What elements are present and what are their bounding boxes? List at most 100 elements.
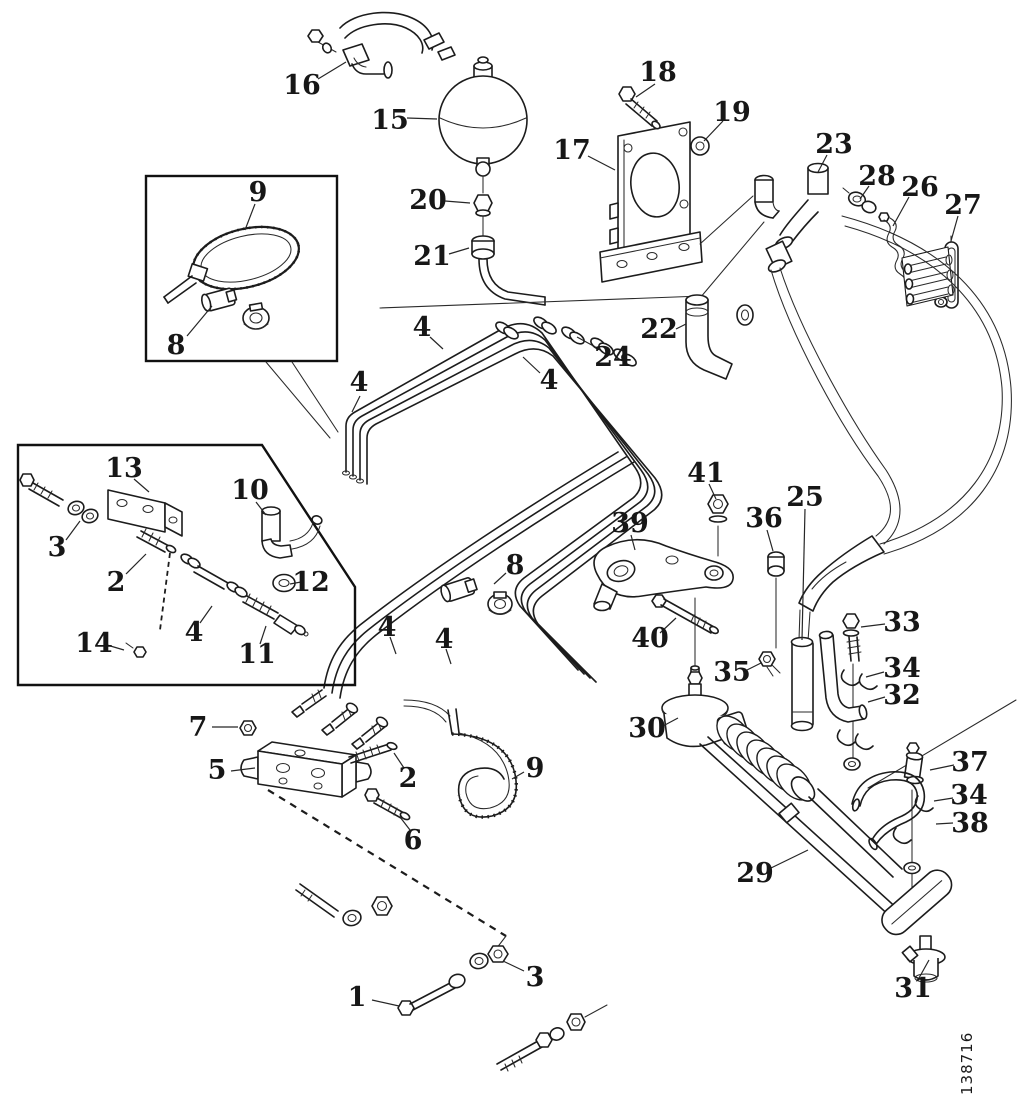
- callout-2-21: 2: [107, 567, 126, 598]
- callout-leader-6-43: [399, 816, 411, 831]
- steel-line-bundle-4: [291, 322, 663, 750]
- callout-8-32: 8: [506, 550, 525, 581]
- callout-27-8: 27: [944, 190, 982, 221]
- callout-10-19: 10: [231, 475, 269, 506]
- callout-leader-10-19: [255, 501, 267, 516]
- callout-41-28: 41: [687, 458, 725, 489]
- callout-leader-11-25: [259, 625, 267, 645]
- callout-leader-4-26: [389, 636, 397, 655]
- callout-leader-4-24: [199, 605, 213, 624]
- callout-26-7: 26: [901, 172, 939, 203]
- callout-leader-9-42: [511, 771, 525, 780]
- callout-leader-1-48: [371, 999, 400, 1007]
- callout-3-49: 3: [526, 962, 545, 993]
- callout-33-34: 33: [883, 607, 921, 638]
- elbow-fitting-23: [765, 162, 829, 273]
- callout-leader-20-9: [444, 200, 471, 204]
- callout-5-40: 5: [208, 755, 227, 786]
- callout-15-1: 15: [371, 105, 409, 136]
- callout-leader-13-18: [133, 478, 150, 493]
- callout-leader-40-33: [659, 617, 677, 634]
- callout-2-41: 2: [399, 763, 418, 794]
- callout-leader-38-46: [935, 822, 954, 825]
- bolt-18: [618, 86, 661, 130]
- callout-leader-3-20: [65, 520, 81, 541]
- callout-leader-25-31: [801, 508, 806, 641]
- callout-leader-4-16: [522, 356, 541, 374]
- callout-leader-39-29: [630, 534, 636, 551]
- compression-fittings-24: [495, 316, 637, 367]
- callout-4-16: 4: [540, 365, 559, 396]
- callout-23-5: 23: [815, 129, 853, 160]
- callout-4-24: 4: [185, 617, 204, 648]
- callout-leader-4-27: [445, 648, 452, 665]
- callout-leader-5-40: [230, 767, 256, 772]
- bolt-35: [758, 651, 781, 677]
- callout-18-2: 18: [639, 57, 677, 88]
- callout-leader-37-44: [929, 764, 955, 771]
- callout-leader-26-7: [892, 196, 910, 227]
- callout-leader-17-4: [587, 155, 616, 171]
- callout-20-9: 20: [409, 185, 447, 216]
- clamps-34-upper: [836, 669, 878, 771]
- nut-19: [690, 136, 710, 156]
- steering-cylinder-30: [661, 665, 903, 878]
- callout-13-18: 13: [105, 453, 143, 484]
- callout-leader-33-34: [860, 623, 886, 628]
- inset-box-clamps: [144, 174, 339, 439]
- hydraulic-hoses-right: [770, 215, 1017, 789]
- callout-4-13: 4: [413, 312, 432, 343]
- callout-leader-15-1: [406, 117, 438, 120]
- callout-leader-35-35: [746, 662, 762, 671]
- accumulator-15: [438, 56, 528, 177]
- callout-leader-8-12: [186, 305, 213, 337]
- nut-41: [707, 494, 729, 557]
- callout-32-37: 32: [883, 680, 921, 711]
- callout-24-15: 24: [594, 342, 632, 373]
- callout-leader-16-0: [317, 61, 347, 80]
- callout-6-43: 6: [404, 825, 423, 856]
- callout-leader-34-36: [865, 671, 885, 678]
- callout-39-29: 39: [611, 508, 649, 539]
- callout-34-45: 34: [950, 780, 988, 811]
- callout-leader-30-38: [662, 717, 679, 727]
- inset-box-fittings: [16, 443, 357, 687]
- callout-22-14: 22: [640, 314, 678, 345]
- callout-37-44: 37: [951, 747, 989, 778]
- callout-36-30: 36: [745, 503, 783, 534]
- tie-rod-29: [699, 736, 901, 919]
- callout-21-10: 21: [413, 241, 451, 272]
- callout-leader-23-5: [817, 154, 828, 173]
- callout-leader-21-10: [448, 247, 470, 255]
- callout-leader-29-47: [770, 849, 809, 869]
- drawing-number: 138716: [958, 1032, 976, 1095]
- mounting-bracket-17: [599, 121, 754, 283]
- callout-16-0: 16: [283, 70, 321, 101]
- tube-32: [818, 630, 868, 723]
- callout-leader-36-30: [766, 529, 774, 552]
- callout-17-4: 17: [553, 135, 591, 166]
- callout-leader-18-2: [635, 83, 656, 98]
- callout-4-26: 4: [378, 612, 397, 643]
- callout-30-38: 30: [628, 713, 666, 744]
- callout-3-20: 3: [48, 532, 67, 563]
- callout-4-27: 4: [435, 624, 454, 655]
- callout-leader-19-3: [703, 120, 724, 142]
- callout-leader-34-45: [933, 797, 954, 802]
- callout-leader-8-32: [493, 572, 507, 585]
- callout-29-47: 29: [736, 858, 774, 889]
- panel-edge-line: [379, 295, 703, 309]
- callout-leader-22-14: [675, 323, 687, 330]
- callout-leader-12-22: [289, 581, 302, 585]
- callout-8-12: 8: [167, 330, 186, 361]
- callout-leader-24-15: [576, 336, 600, 350]
- callout-leader-32-37: [867, 696, 886, 703]
- callout-1-48: 1: [348, 982, 367, 1013]
- callout-12-22: 12: [292, 567, 330, 598]
- callout-7-39: 7: [189, 712, 208, 743]
- bolt-40: [651, 594, 719, 635]
- callout-leader-4-17: [351, 395, 361, 413]
